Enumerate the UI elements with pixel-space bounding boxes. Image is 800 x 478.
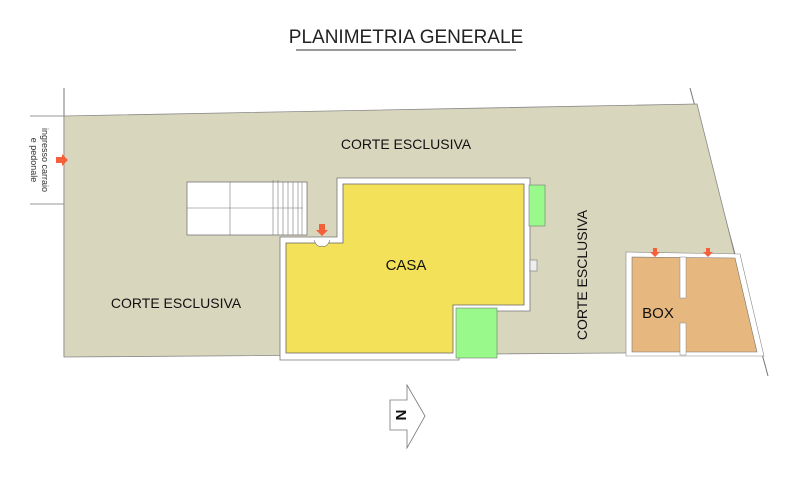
entry-arrow-icon (56, 154, 68, 166)
north-arrow-icon (389, 383, 426, 450)
terrace (186, 181, 308, 236)
corte-label-top: CORTE ESCLUSIVA (341, 136, 472, 152)
casa-label: CASA (386, 257, 427, 274)
box-area (631, 256, 758, 353)
box-divider-top (679, 256, 687, 299)
casa-area (285, 183, 525, 354)
corte-label-left: CORTE ESCLUSIVA (111, 295, 242, 311)
north-label: N (392, 410, 409, 421)
box-entry-arrow-icon (703, 248, 713, 257)
door-icon (313, 239, 331, 247)
ingresso-label-line2: e pedonale (29, 138, 39, 183)
green-area-south (455, 307, 498, 359)
ingresso-label-line1: ingresso carraio (40, 128, 50, 192)
meter-box (529, 259, 538, 272)
plan-title: PLANIMETRIA GENERALE (289, 27, 523, 48)
corte-label-right: CORTE ESCLUSIVA (574, 209, 590, 340)
box-entry-arrow-icon (650, 248, 660, 257)
green-area-east (528, 184, 546, 227)
box-label: BOX (642, 305, 674, 322)
box-divider-bottom (679, 322, 687, 356)
house-entry-arrow-icon (316, 224, 328, 236)
stairs (272, 180, 303, 235)
